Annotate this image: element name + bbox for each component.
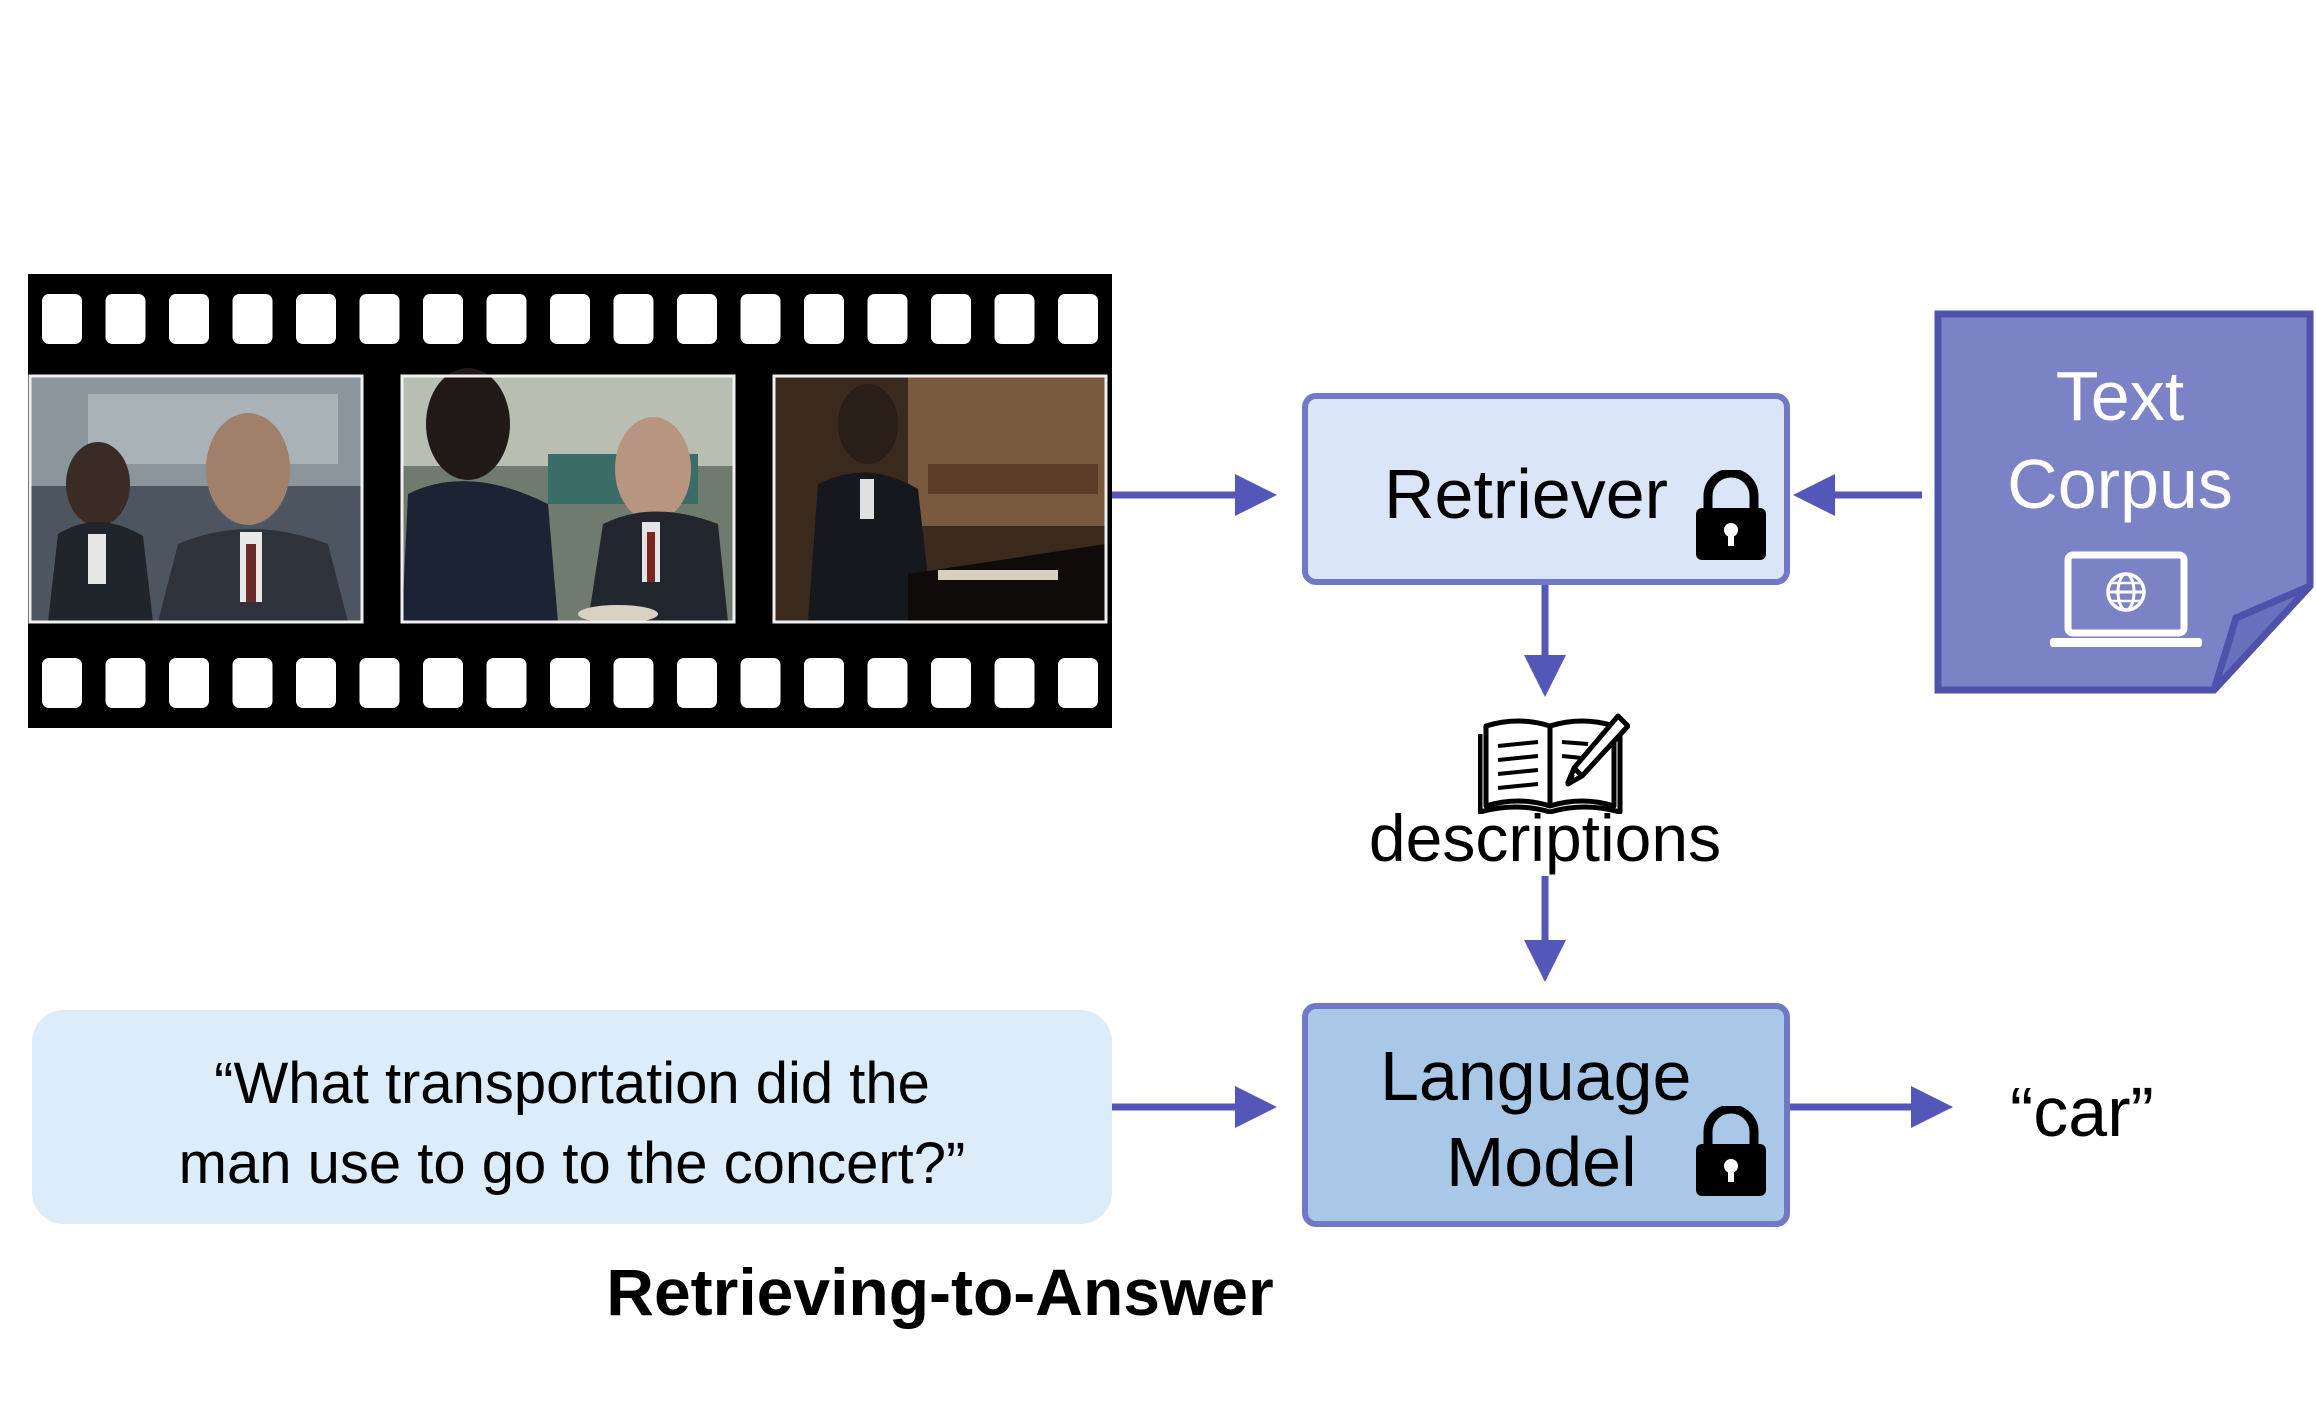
video-frame-diner bbox=[400, 368, 736, 624]
retriever-label: Retriever bbox=[1384, 455, 1668, 533]
question-box bbox=[32, 1010, 1112, 1224]
language-model-line1: Language bbox=[1380, 1037, 1692, 1115]
film-sprocket-hole bbox=[867, 658, 908, 708]
film-sprocket-hole bbox=[994, 294, 1035, 344]
film-sprocket-hole bbox=[867, 294, 908, 344]
film-sprocket-hole bbox=[105, 294, 146, 344]
film-sprocket-hole bbox=[486, 658, 527, 708]
film-sprocket-hole bbox=[550, 294, 590, 344]
film-sprocket-hole bbox=[169, 658, 209, 708]
film-strip bbox=[28, 274, 1112, 728]
film-sprocket-hole bbox=[804, 294, 844, 344]
film-sprocket-hole bbox=[740, 294, 781, 344]
film-sprocket-hole bbox=[423, 294, 463, 344]
film-sprocket-hole bbox=[486, 294, 527, 344]
descriptions-label: descriptions bbox=[1368, 801, 1722, 875]
video-frame-concert bbox=[772, 374, 1108, 624]
film-sprocket-hole bbox=[359, 658, 400, 708]
globe-icon bbox=[2106, 572, 2146, 612]
film-sprocket-hole bbox=[232, 658, 273, 708]
film-sprocket-hole bbox=[169, 294, 209, 344]
film-sprocket-hole bbox=[677, 658, 717, 708]
film-sprocket-hole bbox=[42, 294, 82, 344]
film-sprocket-hole bbox=[105, 658, 146, 708]
film-sprocket-hole bbox=[550, 658, 590, 708]
text-corpus-box bbox=[1934, 310, 2314, 694]
film-sprocket-hole bbox=[296, 294, 336, 344]
figure-caption: Retrieving-to-Answer bbox=[606, 1255, 1274, 1329]
film-sprocket-hole bbox=[740, 658, 781, 708]
answer-label: “car” bbox=[2010, 1073, 2154, 1151]
film-sprocket-hole bbox=[994, 658, 1035, 708]
film-sprocket-hole bbox=[423, 658, 463, 708]
film-sprocket-hole bbox=[1058, 294, 1098, 344]
text-corpus-line1: Text bbox=[2055, 357, 2185, 435]
film-sprocket-hole bbox=[677, 294, 717, 344]
film-sprocket-hole bbox=[931, 658, 971, 708]
film-sprocket-hole bbox=[804, 658, 844, 708]
pen-icon bbox=[1565, 713, 1630, 787]
film-sprocket-hole bbox=[613, 294, 654, 344]
text-corpus-line2: Corpus bbox=[2007, 445, 2233, 523]
language-model-line2: Model bbox=[1446, 1123, 1637, 1201]
video-frame-car bbox=[28, 374, 364, 624]
laptop-icon bbox=[2050, 551, 2202, 647]
question-line1: “What transportation did the bbox=[214, 1051, 930, 1116]
film-sprocket-hole bbox=[613, 658, 654, 708]
film-sprocket-hole bbox=[232, 294, 273, 344]
film-sprocket-hole bbox=[1058, 658, 1098, 708]
film-sprocket-hole bbox=[296, 658, 336, 708]
lock-icon bbox=[1696, 1106, 1766, 1196]
film-sprocket-hole bbox=[931, 294, 971, 344]
lock-icon bbox=[1696, 470, 1766, 560]
question-line2: man use to go to the concert?” bbox=[178, 1131, 966, 1196]
film-sprocket-hole bbox=[42, 658, 82, 708]
film-sprocket-hole bbox=[359, 294, 400, 344]
